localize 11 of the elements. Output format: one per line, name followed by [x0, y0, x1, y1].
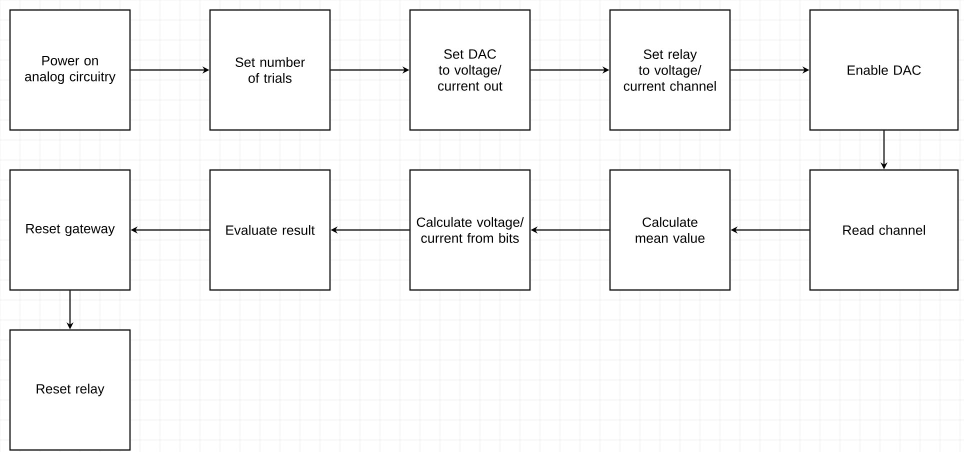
process-box: Set number of trials — [209, 9, 331, 131]
process-box: Power on analog circuitry — [9, 9, 131, 131]
process-box: Reset gateway — [9, 169, 131, 291]
process-box: Enable DAC — [809, 9, 959, 131]
process-box: Calculate mean value — [609, 169, 731, 291]
process-box: Reset relay — [9, 329, 131, 451]
process-box: Read channel — [809, 169, 959, 291]
process-box: Evaluate result — [209, 169, 331, 291]
process-box: Set relay to voltage/ current channel — [609, 9, 731, 131]
process-box: Set DAC to voltage/ current out — [409, 9, 531, 131]
process-box: Calculate voltage/ current from bits — [409, 169, 531, 291]
